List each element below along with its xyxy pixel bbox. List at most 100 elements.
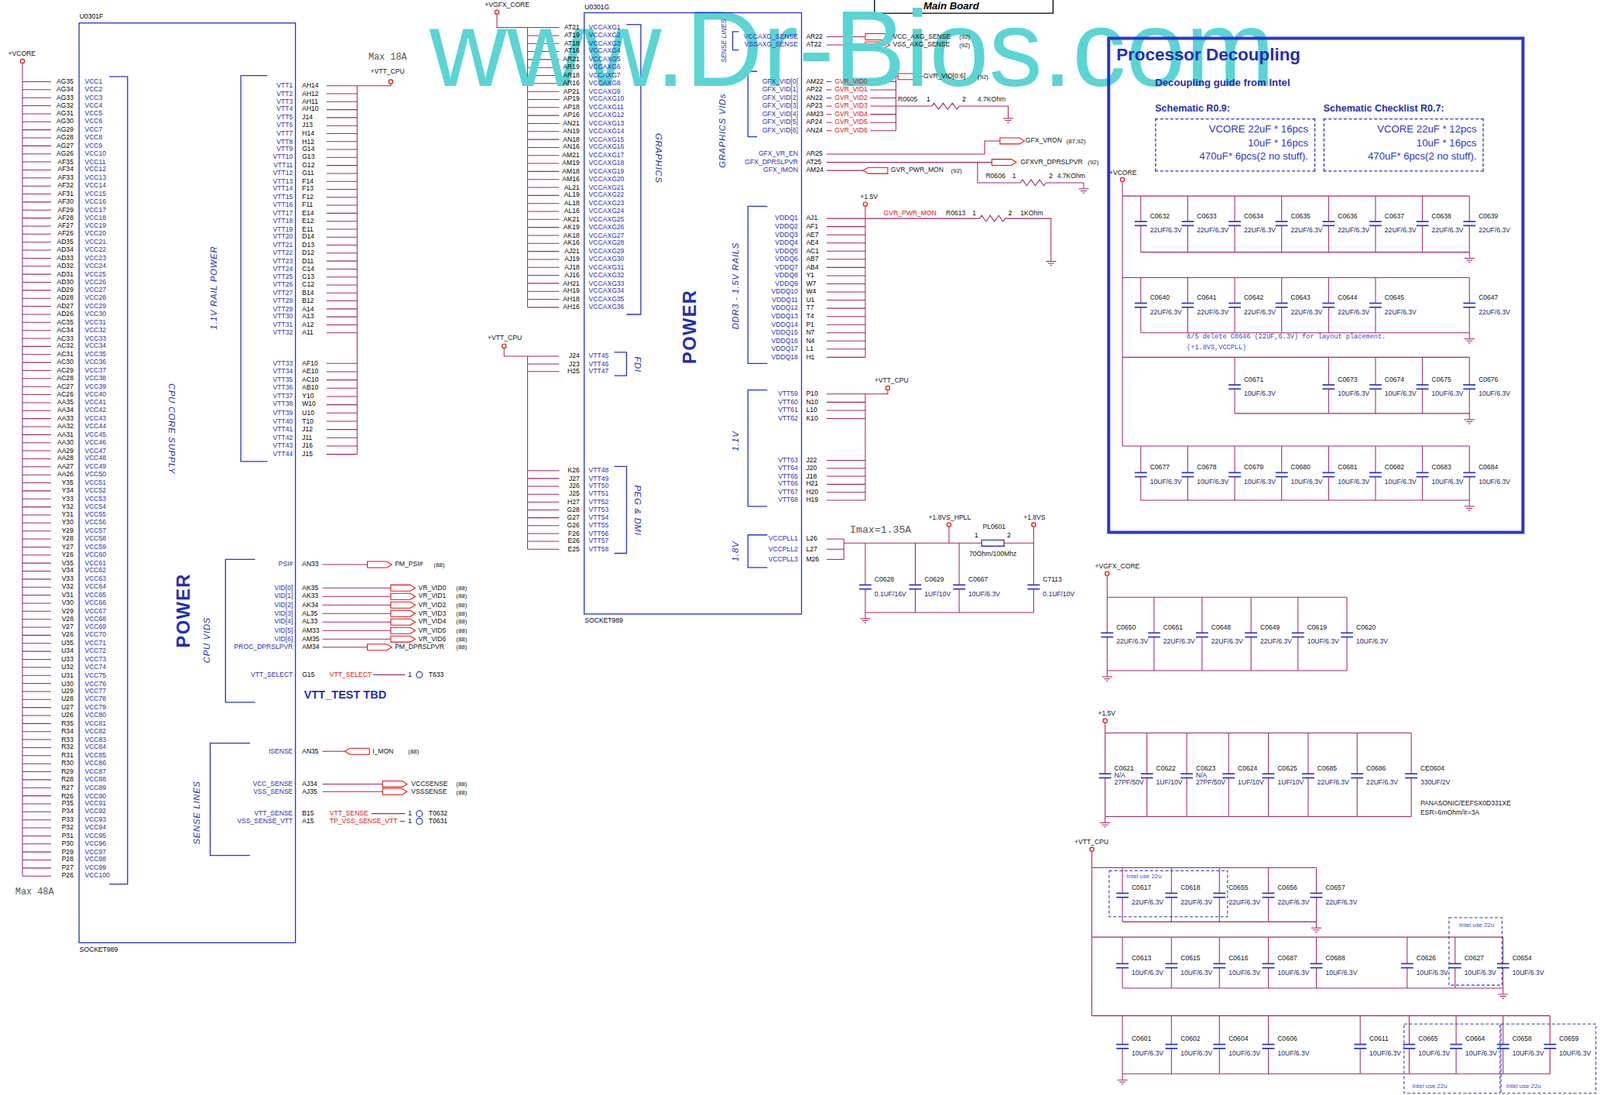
pin-name: VCC23 (84, 254, 107, 262)
wire (1099, 772, 1112, 775)
pin-name: VCC17 (84, 206, 107, 214)
current-note: Max 48A (15, 888, 55, 898)
signal-name: PM_DPRSLPVR (394, 643, 445, 651)
wire (326, 308, 358, 309)
pin-name: VCC20 (84, 230, 107, 238)
wire (826, 491, 866, 493)
wire (1228, 224, 1241, 227)
wire (1222, 777, 1235, 779)
pin-name: VCC88 (84, 776, 107, 784)
pin-number: AR19 (562, 64, 580, 72)
wire (1195, 636, 1209, 638)
ref-designator: C0635 (1291, 212, 1311, 220)
pin-number: 1 (407, 671, 412, 679)
wire (1171, 897, 1172, 922)
page-ref: (88) (455, 626, 467, 634)
pin-name: VCCAXG30 (589, 256, 625, 264)
pin-name: VCC9 (84, 142, 103, 150)
wire (1322, 224, 1335, 227)
wire (22, 489, 52, 491)
wire (1234, 445, 1236, 473)
wire (326, 284, 358, 285)
terminal (863, 202, 867, 206)
pin-name: VCC42 (84, 407, 107, 415)
wire (1497, 1047, 1510, 1049)
note: Intel use 22u (1459, 921, 1494, 928)
wire (326, 157, 358, 158)
pin-name: GFX_IMON (763, 167, 799, 175)
wire (322, 783, 384, 785)
wire (1140, 195, 1141, 222)
wire (22, 161, 52, 163)
wire (1122, 181, 1124, 446)
section-label: 1.1V (731, 430, 741, 451)
wire (614, 352, 627, 376)
power-rail: +VGFX_CORE (484, 1, 530, 9)
wire (1267, 732, 1269, 774)
net-name: GVR_VID2 (834, 94, 867, 102)
page-ref: (88) (455, 780, 467, 787)
pin-number: V35 (61, 559, 74, 567)
wire (1346, 637, 1348, 672)
wire (22, 754, 52, 756)
wire (859, 588, 872, 590)
wire (1182, 476, 1195, 478)
wire (1469, 252, 1470, 259)
wire (1281, 445, 1282, 473)
pin-name: VCCAXG12 (589, 112, 625, 120)
pin-number: J20 (805, 465, 817, 473)
pin-name: VCC4 (84, 102, 103, 110)
part-value: 10UF/6.3V (1369, 1049, 1402, 1057)
section-label: FDI (633, 356, 642, 372)
pin-number: AN19 (562, 127, 580, 135)
pin-name: VTT21 (273, 241, 294, 249)
pin-number: AH21 (562, 280, 580, 288)
ref-designator: C0640 (1150, 294, 1170, 302)
wire (1416, 383, 1429, 386)
part-value: 1UF/10V (1237, 779, 1265, 787)
pin-number: J12 (301, 425, 313, 433)
ref-designator: C0685 (1317, 764, 1337, 772)
pin-number: AC27 (56, 383, 73, 391)
wire (865, 611, 1035, 613)
wire (1116, 1079, 1128, 1080)
pin-number: AM18 (561, 167, 580, 175)
pin-name: VTT3 (276, 98, 293, 106)
part-heading: U0301F (79, 13, 103, 21)
pin-number: AF30 (57, 198, 73, 206)
signal-name: GVR_PWR_MON (890, 167, 944, 175)
wire (1322, 471, 1335, 473)
pin-name: VTT68 (777, 496, 799, 504)
wire (22, 482, 52, 484)
part-value: 10UF/6.3V (1478, 478, 1511, 486)
pin-number: J23 (568, 360, 580, 368)
wire (1497, 1043, 1510, 1045)
pin-name: VCCAXG17 (589, 151, 625, 159)
pin-name: VTT65 (777, 472, 799, 480)
wire (1234, 356, 1236, 385)
pin-number: P27 (61, 864, 74, 872)
wire (1374, 307, 1376, 333)
wire (826, 401, 866, 403)
part-value: 22UF/6.3V (1243, 227, 1276, 235)
part-value: 22UF/6.3V (1325, 898, 1357, 906)
pin-name: VCC90 (84, 791, 107, 799)
pin-name: VCCAXG1 (589, 23, 621, 31)
pin-number: J18 (805, 472, 817, 480)
wire (1549, 1048, 1551, 1074)
pin-name: VCC80 (84, 712, 107, 720)
wire (948, 526, 950, 543)
wire (1401, 962, 1414, 965)
wire (326, 133, 358, 134)
wire (527, 171, 560, 172)
part-value: N/A (1114, 772, 1126, 780)
pin-number: AG26 (56, 150, 74, 158)
pin-number: AT21 (564, 23, 580, 31)
pin-name: VTT40 (273, 417, 294, 425)
pin-name: VTT34 (273, 368, 294, 376)
wire (326, 420, 358, 422)
pin-name: VTT_SELECT (250, 671, 293, 679)
wire (826, 161, 993, 163)
part-value: 22UF/6.3V (1337, 227, 1370, 235)
pin-name: VCC96 (84, 839, 107, 847)
